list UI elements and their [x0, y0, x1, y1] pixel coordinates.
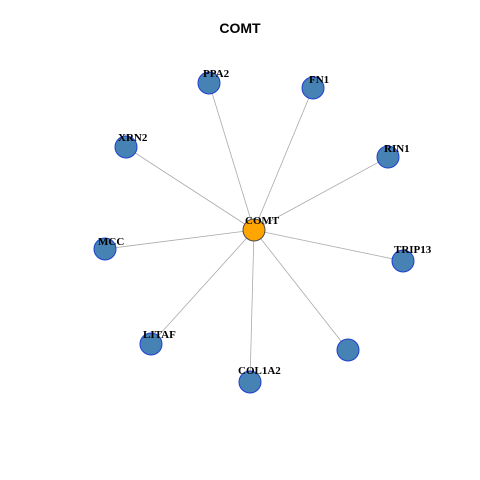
node-rin1 [376, 145, 400, 169]
node-label-litaf: LITAF [143, 329, 176, 341]
edge-comt-xrn2 [125, 146, 255, 231]
edge-comt-trip13 [253, 229, 404, 262]
edge-comt-col1a2 [249, 229, 255, 383]
node-label-comt: COMT [245, 215, 280, 227]
node-label-ppa2: PPA2 [203, 68, 230, 80]
node-col1a2 [238, 370, 262, 394]
node-label-col1a2: COL1A2 [238, 365, 281, 377]
node-label-rin1: RIN1 [384, 143, 410, 155]
edges-layer [104, 82, 404, 383]
edge-comt-ppa2 [208, 82, 255, 231]
edge-comt-litaf [150, 229, 255, 345]
nodes-layer [93, 71, 415, 394]
node-litaf [139, 332, 163, 356]
node-unlabeled [336, 338, 360, 362]
node-label-mcc: MCC [98, 236, 124, 248]
node-comt [242, 218, 266, 242]
node-trip13 [391, 249, 415, 273]
edge-comt-fn1 [253, 87, 314, 231]
edge-comt-rin1 [253, 156, 389, 231]
node-label-xrn2: XRN2 [118, 132, 148, 144]
node-ppa2 [197, 71, 221, 95]
edge-comt-unlabeled [253, 229, 349, 351]
node-label-fn1: FN1 [309, 74, 329, 86]
edge-comt-mcc [104, 229, 255, 250]
node-label-trip13: TRIP13 [394, 244, 432, 256]
node-fn1 [301, 76, 325, 100]
node-mcc [93, 237, 117, 261]
node-xrn2 [114, 135, 138, 159]
graph-title: COMT [219, 20, 261, 36]
